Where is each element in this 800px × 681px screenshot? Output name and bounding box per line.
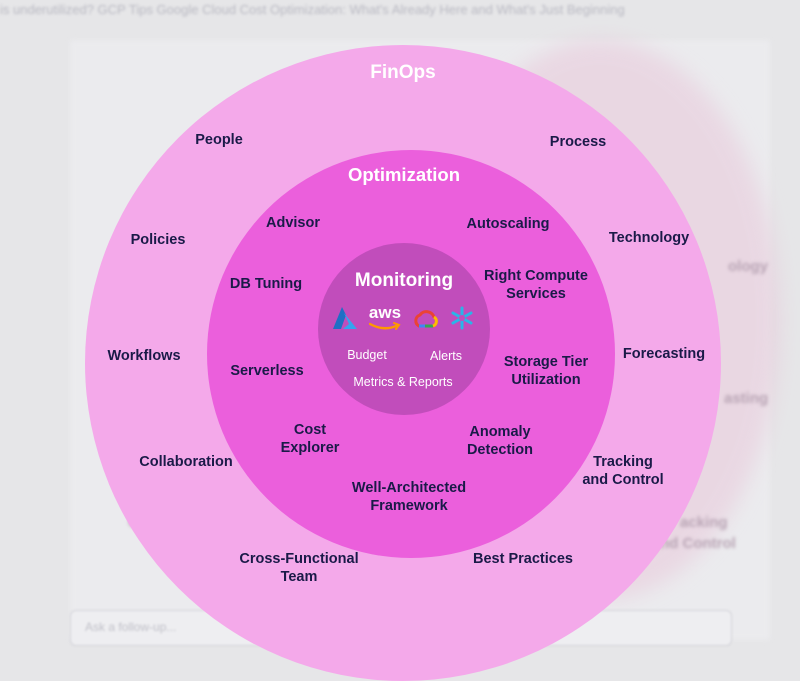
aws-icon: aws [363, 303, 407, 333]
finops-item-collaboration: Collaboration [139, 454, 233, 470]
finops-title: FinOps [370, 62, 436, 83]
aws-smile-icon [369, 322, 401, 330]
gcp-icon [414, 310, 438, 328]
optimization-item-right-compute-services: Right Compute Services [484, 268, 588, 302]
finops-item-forecasting: Forecasting [622, 346, 706, 362]
optimization-item-well-architected-framework: Well-Architected Framework [351, 480, 467, 514]
background-page-title: is underutilized? GCP Tips Google Cloud … [0, 2, 625, 17]
snowflake-icon [451, 306, 473, 330]
optimization-item-advisor: Advisor [266, 215, 320, 231]
monitoring-title: Monitoring [354, 270, 454, 291]
background-ghost-label: asting [724, 390, 769, 407]
monitoring-item-alerts: Alerts [430, 349, 462, 363]
monitoring-item-budget: Budget [347, 348, 387, 362]
background-ghost-label: ology [728, 258, 768, 275]
background-ghost-label: acking [680, 514, 728, 531]
azure-icon [333, 307, 357, 329]
optimization-item-cost-explorer: Cost Explorer [280, 422, 340, 456]
finops-item-process: Process [549, 134, 607, 150]
finops-item-cross-functional-team: Cross-Functional Team [239, 551, 359, 585]
optimization-item-anomaly-detection: Anomaly Detection [466, 424, 534, 458]
optimization-item-db-tuning: DB Tuning [229, 276, 303, 292]
background-ghost-label: nd Control [660, 535, 736, 552]
optimization-item-autoscaling: Autoscaling [466, 216, 550, 232]
monitoring-item-metrics-reports: Metrics & Reports [353, 375, 453, 389]
finops-item-people: People [195, 132, 243, 148]
aws-logo-text: aws [368, 303, 402, 322]
finops-item-best-practices: Best Practices [473, 551, 573, 567]
optimization-item-serverless: Serverless [230, 363, 304, 379]
optimization-title: Optimization [347, 164, 461, 185]
background-chat-placeholder: Ask a follow-up... [85, 620, 177, 634]
finops-item-tracking-and-control: Tracking and Control [582, 454, 664, 488]
optimization-item-storage-tier-utilization: Storage Tier Utilization [503, 354, 589, 388]
finops-item-policies: Policies [130, 232, 186, 248]
finops-item-workflows: Workflows [107, 348, 181, 364]
finops-item-technology: Technology [608, 230, 690, 246]
